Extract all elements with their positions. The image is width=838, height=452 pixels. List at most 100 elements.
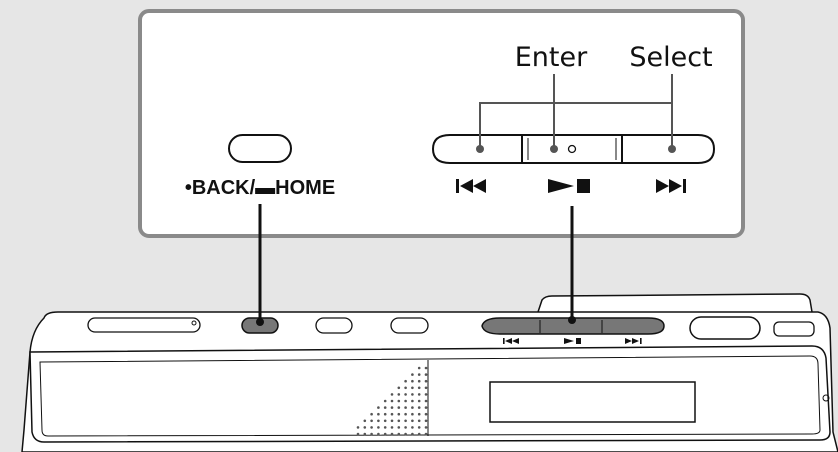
speaker-hole <box>411 393 414 396</box>
play-stop-icon <box>548 179 590 193</box>
speaker-hole <box>404 399 407 403</box>
speaker-hole <box>397 399 401 403</box>
speaker-hole <box>424 419 428 423</box>
speaker-hole <box>383 412 387 416</box>
speaker-hole <box>363 419 367 423</box>
speaker-hole <box>404 406 407 409</box>
enter-label: Enter <box>515 42 588 73</box>
speaker-hole <box>377 412 380 416</box>
speaker-hole <box>411 419 414 423</box>
record-slider-slot[interactable] <box>87 317 201 333</box>
recorder-inner-panel <box>39 355 821 437</box>
speaker-hole <box>356 426 360 429</box>
recorder-top-buttons <box>87 316 815 344</box>
speaker-hole <box>377 406 380 409</box>
speaker-grille <box>356 366 428 436</box>
device-large-button[interactable] <box>689 316 761 340</box>
speaker-hole <box>397 412 401 416</box>
speaker-hole <box>424 399 428 403</box>
speaker-hole <box>390 426 394 429</box>
speaker-hole <box>417 406 421 409</box>
speaker-hole <box>377 426 380 429</box>
speaker-hole <box>424 393 428 396</box>
speaker-hole <box>411 373 414 376</box>
speaker-hole <box>404 393 407 396</box>
speaker-hole <box>417 426 421 429</box>
speaker-hole <box>424 412 428 416</box>
callout-panel <box>138 9 745 238</box>
speaker-hole <box>404 412 407 416</box>
speaker-hole <box>417 432 421 436</box>
speaker-hole <box>417 412 421 416</box>
speaker-hole <box>383 426 387 429</box>
strap-hole <box>822 394 830 402</box>
device-button-2[interactable] <box>315 317 353 334</box>
control-key-device[interactable] <box>481 317 665 335</box>
speaker-hole <box>377 432 380 436</box>
speaker-hole <box>404 426 407 429</box>
speaker-hole <box>424 373 428 376</box>
recorder-clip <box>537 293 813 313</box>
speaker-hole <box>424 386 428 390</box>
speaker-hole <box>397 419 401 423</box>
play-key-tactile-ring <box>567 144 577 154</box>
speaker-hole <box>397 386 401 390</box>
speaker-hole <box>370 419 373 423</box>
speaker-hole <box>356 432 360 436</box>
record-indicator <box>191 320 197 326</box>
speaker-hole <box>390 399 394 403</box>
speaker-hole <box>411 399 414 403</box>
speaker-hole <box>411 426 414 429</box>
speaker-hole <box>383 399 387 403</box>
speaker-hole <box>377 419 380 423</box>
speaker-hole <box>424 366 428 370</box>
speaker-hole <box>390 432 394 436</box>
speaker-hole <box>424 432 428 436</box>
speaker-hole <box>383 419 387 423</box>
recorder-display <box>489 381 696 423</box>
speaker-hole <box>370 426 373 429</box>
control-key-enlarged <box>431 134 716 164</box>
speaker-hole <box>417 419 421 423</box>
speaker-hole <box>417 393 421 396</box>
speaker-hole <box>383 432 387 436</box>
speaker-hole <box>411 406 414 409</box>
recorder-front-face <box>29 345 831 443</box>
select-label: Select <box>629 42 712 73</box>
device-transport-icons <box>503 338 642 344</box>
speaker-hole <box>424 426 428 429</box>
speaker-hole <box>397 393 401 396</box>
device-button-3[interactable] <box>390 317 429 334</box>
next-track-icon <box>656 179 686 193</box>
previous-track-icon <box>456 179 486 193</box>
speaker-hole <box>390 412 394 416</box>
speaker-hole <box>417 379 421 383</box>
speaker-hole <box>397 406 401 409</box>
speaker-hole <box>411 386 414 390</box>
speaker-hole <box>404 432 407 436</box>
speaker-hole <box>390 406 394 409</box>
control-key-leader-dot <box>568 316 576 324</box>
speaker-hole <box>411 412 414 416</box>
speaker-hole <box>404 419 407 423</box>
recorder-body <box>21 293 838 452</box>
device-side-lever[interactable] <box>773 321 815 337</box>
speaker-hole <box>417 366 421 370</box>
speaker-hole <box>424 406 428 409</box>
back-home-leader-dot <box>256 318 264 326</box>
speaker-hole <box>411 432 414 436</box>
speaker-hole <box>417 373 421 376</box>
play-stop-key[interactable] <box>521 134 623 164</box>
speaker-hole <box>363 426 367 429</box>
speaker-hole <box>404 386 407 390</box>
speaker-hole <box>390 393 394 396</box>
back-home-label: •BACK/▬HOME <box>185 177 335 199</box>
speaker-hole <box>404 379 407 383</box>
select-leader-bracket <box>479 102 673 149</box>
speaker-hole <box>417 386 421 390</box>
speaker-hole <box>397 426 401 429</box>
speaker-hole <box>411 379 414 383</box>
speaker-hole <box>424 379 428 383</box>
back-home-button[interactable] <box>228 134 292 163</box>
